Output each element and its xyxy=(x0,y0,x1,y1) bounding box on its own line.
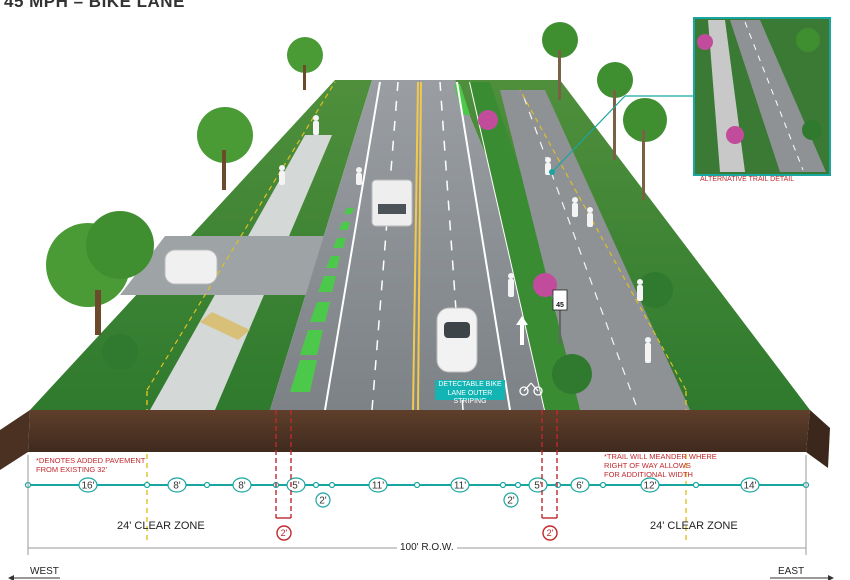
dim-label: 2' xyxy=(319,496,327,507)
tree-group xyxy=(46,22,673,394)
svg-text:45: 45 xyxy=(556,302,564,309)
speed-limit-sign: 45 xyxy=(552,289,568,345)
dim-label: 16' xyxy=(81,481,94,492)
bike-lane-arrow xyxy=(516,316,528,345)
car-front xyxy=(436,307,478,373)
left-bike-lane-green-markings xyxy=(290,208,354,392)
note-line: RIGHT OF WAY ALLOWS xyxy=(604,461,691,470)
dim-label: 8' xyxy=(238,481,246,492)
bike-lane-striping-callout: DETECTABLE BIKE LANE OUTER STRIPING xyxy=(435,380,505,405)
car-side-street xyxy=(164,249,218,285)
dimension-bubbles xyxy=(78,477,760,508)
note-line: *DENOTES ADDED PAVEMENT xyxy=(36,456,146,465)
west-label: WEST xyxy=(30,566,59,577)
added-pavement-markers xyxy=(275,410,558,541)
soil-section xyxy=(28,410,810,452)
row-label: 100' R.O.W. xyxy=(397,542,457,553)
note-trail-meander: *TRAIL WILL MEANDER WHERE RIGHT OF WAY A… xyxy=(604,452,717,479)
inset-caption: ALTERNATIVE TRAIL DETAIL xyxy=(700,176,795,183)
dim-label: 11' xyxy=(372,481,384,492)
note-line: *TRAIL WILL MEANDER WHERE xyxy=(604,452,717,461)
note-line: FOR ADDITIONAL WIDTH xyxy=(604,470,693,479)
note-line: FROM EXISTING 32' xyxy=(36,465,108,474)
east-label: EAST xyxy=(778,566,805,577)
dim-label: 2' xyxy=(507,496,515,507)
utility-truck xyxy=(371,179,413,227)
bike-lane-symbol xyxy=(519,382,543,396)
clear-zone-right: 24' CLEAR ZONE xyxy=(650,520,738,532)
dim-label: 11' xyxy=(454,481,466,492)
roadway xyxy=(270,80,590,410)
clear-zone-left: 24' CLEAR ZONE xyxy=(117,520,205,532)
dim-label: 5' xyxy=(534,481,542,492)
dim-label: 14' xyxy=(743,481,756,492)
crosswalk xyxy=(200,312,250,340)
dim-label: 5' xyxy=(292,481,300,492)
red-dim-label: 2' xyxy=(547,528,554,538)
dim-label: 8' xyxy=(173,481,181,492)
dim-label: 12' xyxy=(643,481,656,492)
page-title: 45 MPH – BIKE LANE xyxy=(4,0,185,11)
red-dim-label: 2' xyxy=(281,528,288,538)
pedestrians xyxy=(279,115,651,363)
note-added-pavement: *DENOTES ADDED PAVEMENT FROM EXISTING 32… xyxy=(36,456,145,474)
alternative-trail-inset xyxy=(693,17,831,176)
dim-label: 6' xyxy=(576,481,584,492)
